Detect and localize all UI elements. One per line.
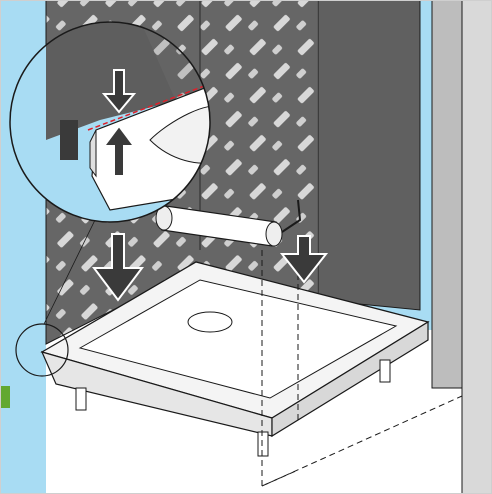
tray-leg xyxy=(379,359,391,383)
leader-line xyxy=(43,217,97,325)
floor-accent xyxy=(0,386,10,408)
detail-arrow-down xyxy=(101,69,137,114)
hidden-outline xyxy=(261,244,463,487)
membrane-wall-right xyxy=(317,0,421,311)
seal-corner-marker xyxy=(15,323,69,377)
detail-arrow-up xyxy=(102,124,136,177)
press-arrow-roller xyxy=(279,235,329,284)
drain xyxy=(187,311,233,333)
tray-basin xyxy=(78,279,398,399)
roller xyxy=(155,199,302,247)
press-arrow-left xyxy=(92,233,144,302)
tray-leg xyxy=(75,387,87,411)
tray-leg xyxy=(257,431,269,457)
right-pillar-face xyxy=(431,0,463,389)
tray-side-skirt xyxy=(271,320,429,438)
